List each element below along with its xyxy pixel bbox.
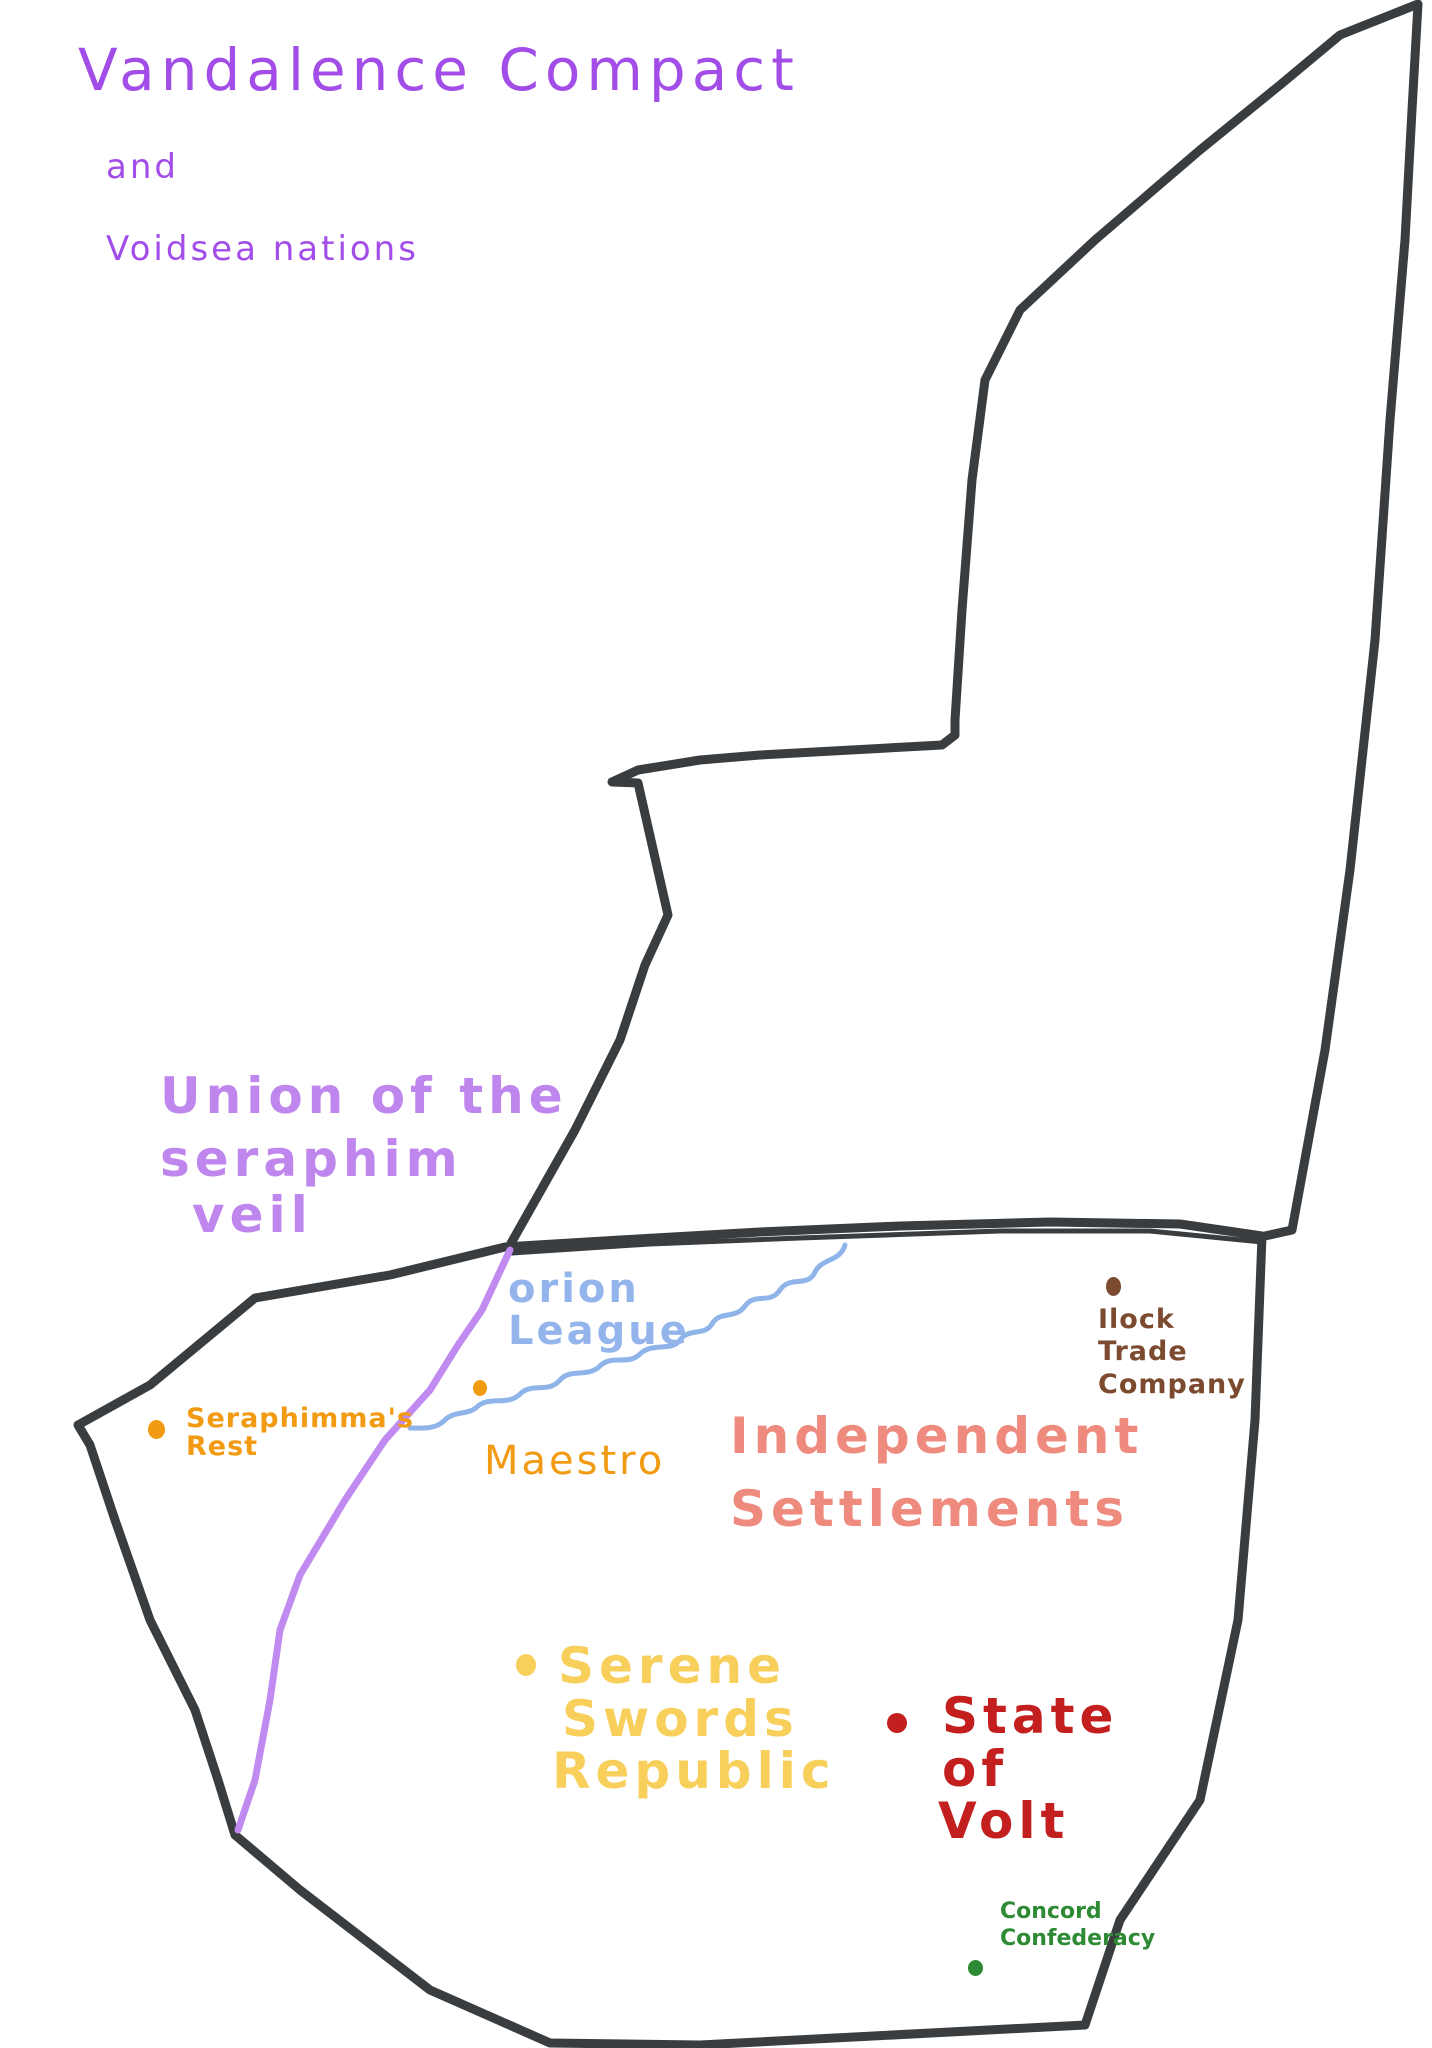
concord-label-line-2: Confederacy bbox=[1000, 1926, 1156, 1952]
orion-league-label-line-2: League bbox=[508, 1308, 690, 1354]
seraphimmas-rest-marker bbox=[148, 1420, 165, 1439]
maestro-marker bbox=[473, 1380, 487, 1396]
ilock-label-line-1: Ilock bbox=[1098, 1304, 1175, 1335]
seraphim-veil-border bbox=[234, 1246, 514, 1834]
southern-landmass-outline bbox=[73, 1217, 1267, 2048]
seraphim-veil-label-line-1: Union of the bbox=[160, 1067, 568, 1125]
serene-swords-republic-label: Serene Swords Republic bbox=[552, 1637, 836, 1798]
ilock-label-line-2: Trade bbox=[1098, 1336, 1188, 1368]
ilock-trade-company-label: Ilock Trade Company bbox=[1098, 1304, 1246, 1400]
concord-confederacy-label: Concord Confederacy bbox=[1000, 1900, 1155, 1950]
independent-settlements-label-line-2: Settlements bbox=[730, 1479, 1130, 1538]
orion-league-label-line-1: orion bbox=[508, 1266, 640, 1312]
northern-landmass-outline bbox=[505, 0, 1423, 1250]
maestro-label: Maestro bbox=[484, 1438, 666, 1484]
map-title-line-3: Voidsea nations bbox=[106, 229, 419, 269]
state-of-volt-label: State of Volt bbox=[938, 1687, 1119, 1848]
serene-label-line-1: Serene bbox=[558, 1637, 786, 1695]
serene-label-line-2: Swords bbox=[562, 1689, 799, 1748]
ilock-label-line-3: Company bbox=[1098, 1368, 1246, 1400]
seraphimmas-rest-label-line-1: Seraphimma's bbox=[186, 1403, 414, 1434]
independent-settlements-label-line-1: Independent bbox=[730, 1407, 1144, 1465]
serene-label-line-3: Republic bbox=[552, 1742, 836, 1800]
concord-label-line-1: Concord bbox=[1000, 1899, 1102, 1924]
serene-swords-republic-marker bbox=[516, 1654, 536, 1676]
outline-sketch-line bbox=[509, 1228, 1265, 1256]
volt-label-line-3: Volt bbox=[938, 1792, 1070, 1850]
map-title-line-2: and bbox=[106, 147, 179, 187]
seraphimmas-rest-label: Seraphimma's Rest bbox=[186, 1403, 414, 1463]
ilock-trade-company-marker bbox=[1106, 1277, 1121, 1296]
orion-league-border bbox=[407, 1242, 848, 1431]
seraphim-veil-label-line-3: veil bbox=[192, 1186, 313, 1244]
independent-settlements-label: Independent Settlements bbox=[730, 1410, 1143, 1535]
orion-league-label: orion League bbox=[508, 1268, 690, 1352]
seraphim-veil-label: Union of the seraphim veil bbox=[160, 1070, 568, 1242]
volt-label-line-2: of bbox=[942, 1739, 1009, 1798]
seraphimmas-rest-label-line-2: Rest bbox=[186, 1431, 259, 1463]
state-of-volt-marker bbox=[887, 1713, 907, 1733]
map-title: Vandalence Compact bbox=[78, 36, 800, 104]
volt-label-line-1: State bbox=[942, 1687, 1119, 1745]
concord-confederacy-marker bbox=[968, 1960, 983, 1976]
seraphim-veil-label-line-2: seraphim bbox=[160, 1129, 463, 1188]
